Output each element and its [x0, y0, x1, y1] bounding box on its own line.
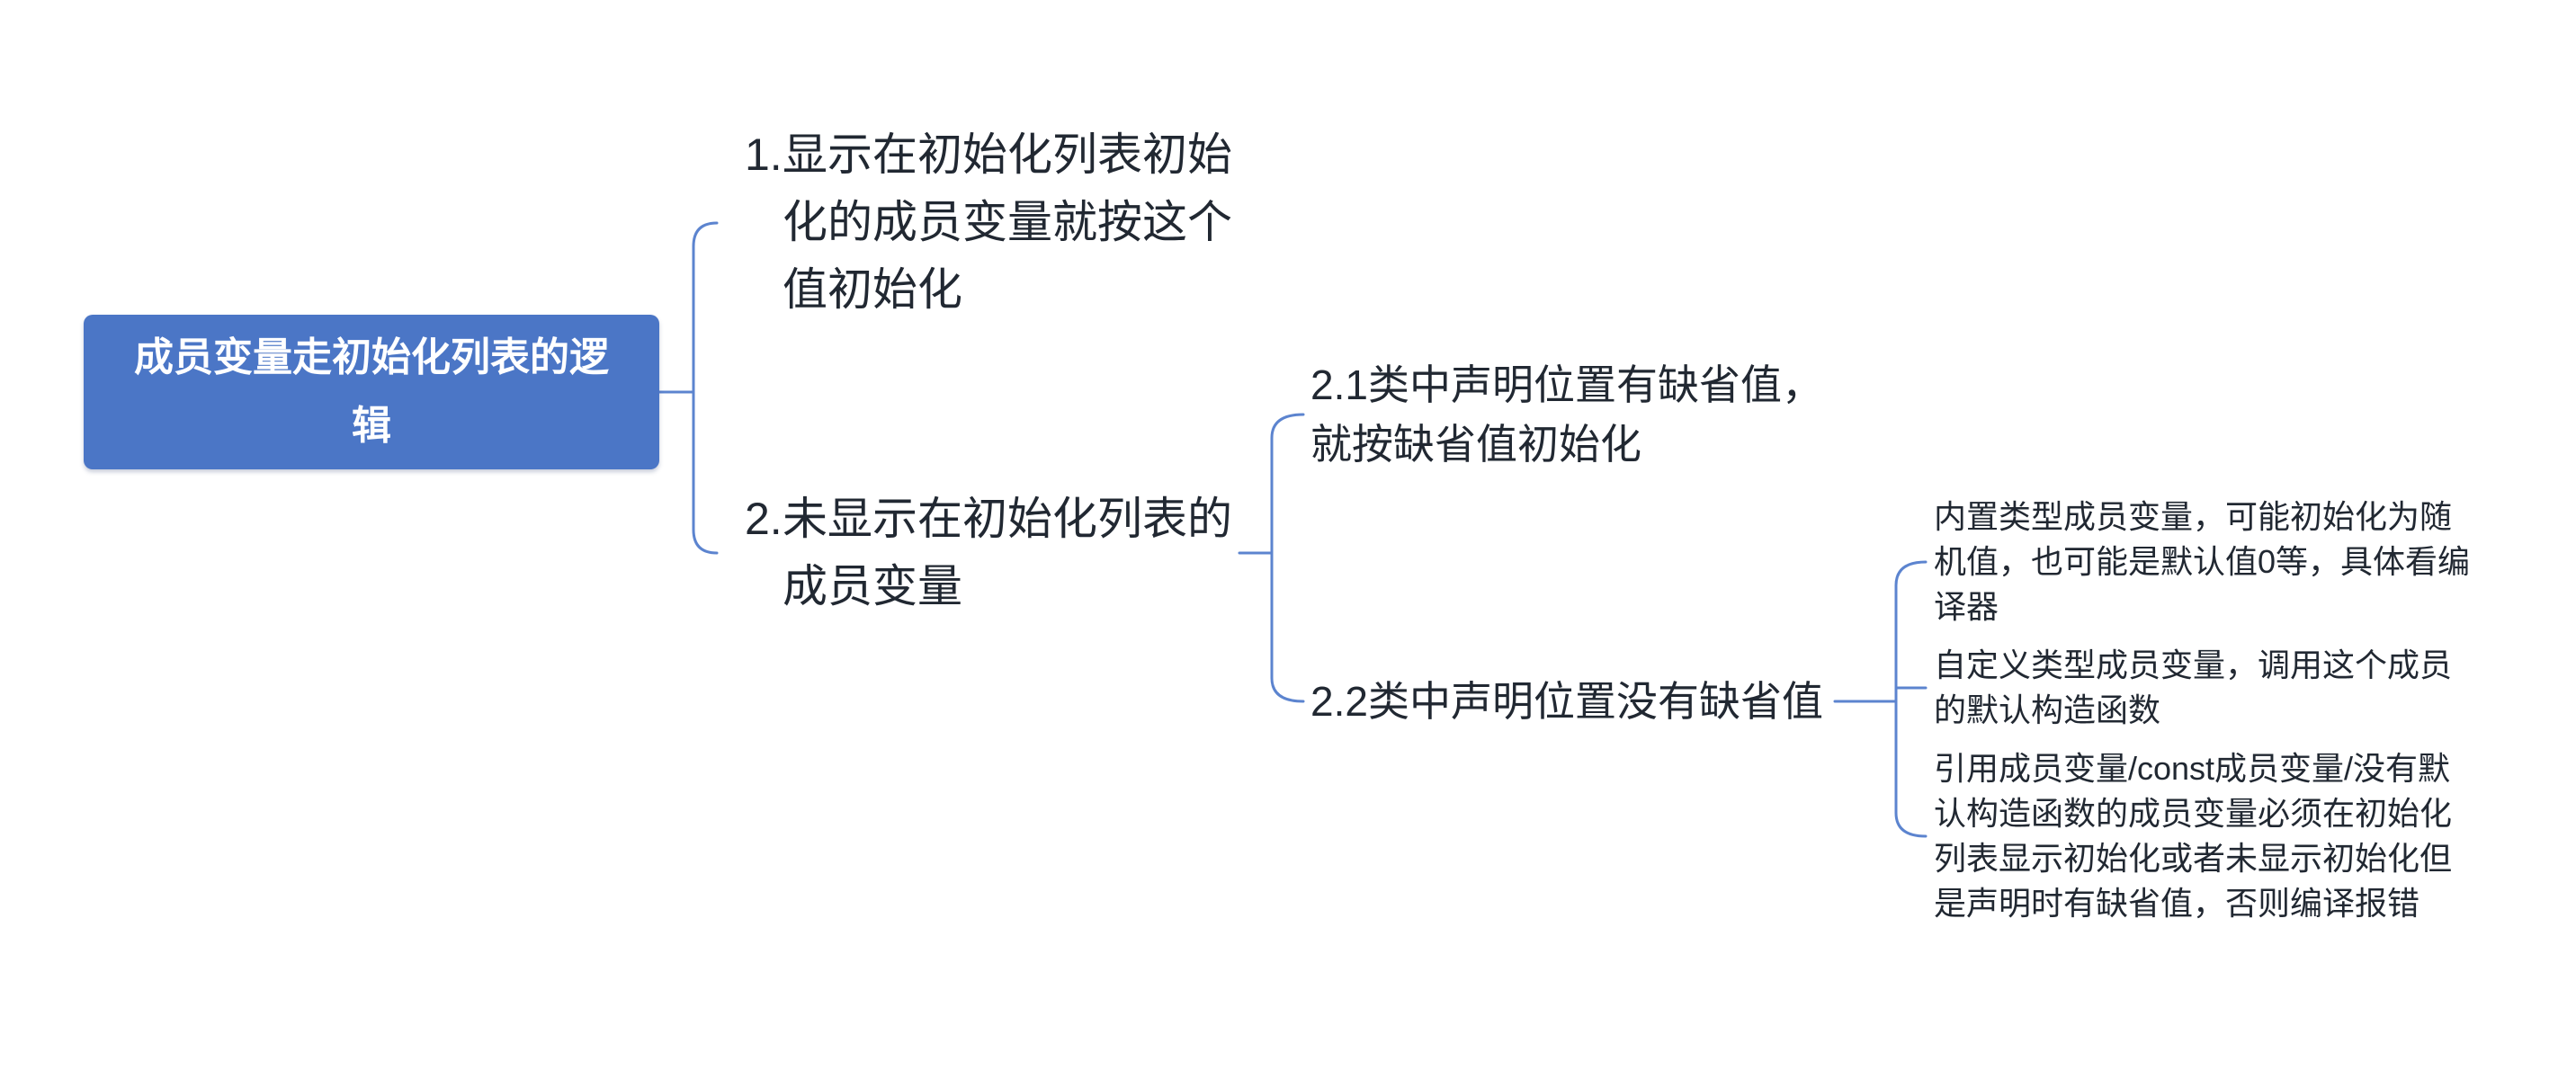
- node-2-1-label: 2.1类中声明位置有缺省值， 就按缺省值初始化: [1310, 361, 1823, 468]
- node-1-number: 1.: [745, 129, 783, 180]
- leaf-ref-const-label: 引用成员变量/const成员变量/没有默 认构造函数的成员变量必须在初始化 列表…: [1934, 750, 2453, 922]
- node-2-2-no-default-value[interactable]: 2.2类中声明位置没有缺省值: [1310, 672, 1823, 731]
- leaf-custom-type-member[interactable]: 自定义类型成员变量，调用这个成员 的默认构造函数: [1934, 643, 2452, 733]
- node-2-2-label: 2.2类中声明位置没有缺省值: [1310, 678, 1823, 725]
- leaf-builtin-type-member[interactable]: 内置类型成员变量，可能初始化为随 机值，也可能是默认值0等，具体看编 译器: [1934, 495, 2470, 629]
- leaf-builtin-type-label: 内置类型成员变量，可能初始化为随 机值，也可能是默认值0等，具体看编 译器: [1934, 498, 2471, 625]
- node-root[interactable]: 成员变量走初始化列表的逻 辑: [84, 315, 659, 469]
- bracket-level3: [1894, 560, 1928, 838]
- leaf-custom-type-label: 自定义类型成员变量，调用这个成员 的默认构造函数: [1934, 647, 2453, 728]
- node-2-not-in-init-list[interactable]: 2.未显示在初始化列表的 成员变量: [745, 486, 1232, 620]
- bracket-level1: [692, 221, 719, 555]
- node-2-number: 2.: [745, 494, 783, 544]
- node-2-label: 未显示在初始化列表的 成员变量: [783, 494, 1232, 611]
- node-2-1-has-default-value[interactable]: 2.1类中声明位置有缺省值， 就按缺省值初始化: [1310, 355, 1823, 474]
- bracket-level2: [1270, 413, 1305, 703]
- node-root-label: 成员变量走初始化列表的逻 辑: [134, 335, 609, 448]
- node-1-explicit-in-init-list[interactable]: 1.显示在初始化列表初始 化的成员变量就按这个 值初始化: [745, 121, 1232, 324]
- leaf-ref-const-member[interactable]: 引用成员变量/const成员变量/没有默 认构造函数的成员变量必须在初始化 列表…: [1934, 746, 2452, 926]
- node-1-label: 显示在初始化列表初始 化的成员变量就按这个 值初始化: [783, 129, 1232, 315]
